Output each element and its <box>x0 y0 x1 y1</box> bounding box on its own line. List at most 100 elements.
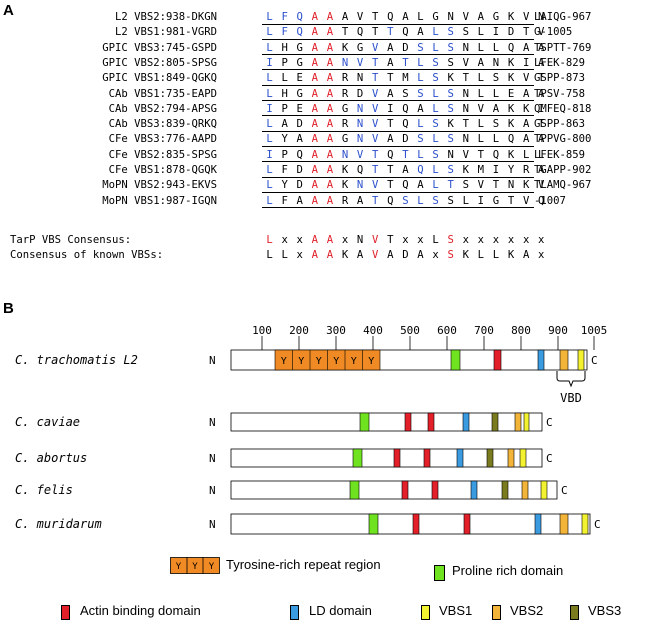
residue: x <box>296 249 303 262</box>
residue: Y <box>281 179 288 192</box>
legend-vbs2-label: VBS2 <box>510 603 544 618</box>
residue: Q <box>402 26 409 39</box>
residue: L <box>266 234 273 246</box>
alignment-row-end: LFEK-859 <box>534 148 586 161</box>
residue: Q <box>492 148 500 161</box>
vbs2-domain <box>521 480 529 500</box>
residue: A <box>326 179 334 192</box>
species-label: C. muridarum <box>15 517 102 531</box>
residue: S <box>462 179 469 192</box>
residue: T <box>387 179 394 192</box>
residue: V <box>462 148 469 161</box>
consensus-label: TarP VBS Consensus: <box>10 234 132 246</box>
sequence-underline <box>262 176 534 178</box>
vbs1-domain <box>523 412 530 432</box>
residue: A <box>326 118 334 131</box>
residue: F <box>281 26 288 39</box>
legend-actin-swatch <box>61 605 70 620</box>
residue: M <box>402 72 409 85</box>
residue: S <box>432 148 439 161</box>
residue: A <box>538 87 545 100</box>
residue: V <box>372 249 379 262</box>
vbs2-domain <box>514 412 522 432</box>
residue: A <box>522 249 530 262</box>
residue: T <box>462 72 469 85</box>
svg-text:Y: Y <box>176 562 182 572</box>
residue: I <box>538 102 545 115</box>
alignment-row-name: MoPN VBS1: <box>102 194 166 207</box>
residue: T <box>402 56 409 69</box>
residue: A <box>522 41 530 54</box>
sequence-underline <box>262 54 534 56</box>
residue: A <box>387 41 394 54</box>
residue: L <box>432 41 439 54</box>
residue: L <box>281 72 288 85</box>
residue: I <box>522 56 530 69</box>
alignment-row-start: 878-QGQK <box>166 164 218 176</box>
n-terminus-label: N <box>209 452 216 465</box>
actin-domain <box>427 412 435 432</box>
residue: x <box>507 234 515 246</box>
residue: T <box>372 26 379 39</box>
residue: S <box>447 164 454 176</box>
residue: F <box>281 194 288 207</box>
residue: N <box>356 133 364 146</box>
species-label: C. trachomatis L2 <box>15 353 138 367</box>
residue: A <box>326 194 334 207</box>
residue: x <box>402 234 409 246</box>
residue: V <box>356 11 364 23</box>
sequence-underline <box>262 191 534 193</box>
residue: D <box>402 249 409 262</box>
residue: H <box>281 41 288 54</box>
residue: Q <box>296 26 303 39</box>
tyrosine-residue: Y <box>368 356 374 367</box>
residue: A <box>326 249 334 262</box>
legend-vbs1-swatch <box>421 605 430 620</box>
alignment-row-start: 776-AAPD <box>166 133 218 146</box>
alignment-row-start: 794-APSG <box>166 102 218 115</box>
residue: I <box>266 102 273 115</box>
residue: T <box>372 11 379 23</box>
residue: Q <box>507 133 515 146</box>
residue: Q <box>387 148 394 161</box>
sequence-underline <box>262 23 534 25</box>
residue: V <box>462 56 469 69</box>
residue: G <box>492 11 500 23</box>
residue: A <box>522 133 530 146</box>
sequence-underline <box>262 69 534 71</box>
scale-tick-label: 400 <box>363 324 383 337</box>
residue: L <box>417 72 424 85</box>
residue: T <box>402 148 409 161</box>
species-label: C. abortus <box>15 451 87 465</box>
residue: L <box>266 87 273 100</box>
alignment-row-start: 938-DKGN <box>166 11 218 23</box>
actin-domain <box>404 412 412 432</box>
c-terminus-label: C <box>561 484 568 497</box>
residue: L <box>266 72 273 85</box>
residue: L <box>477 72 485 85</box>
residue: T <box>507 194 515 207</box>
residue: A <box>538 164 545 176</box>
residue: K <box>507 249 515 262</box>
ld-domain <box>534 513 542 535</box>
residue: R <box>341 87 349 100</box>
residue: V <box>522 11 530 23</box>
alignment-row-end: LFEK-829 <box>534 56 586 69</box>
actin-domain <box>431 480 439 500</box>
residue: A <box>417 179 424 192</box>
residue: A <box>417 102 424 115</box>
residue: L <box>266 26 273 39</box>
residue: A <box>311 72 319 85</box>
vbs2-domain <box>507 448 515 468</box>
c-terminus-label: C <box>546 452 553 465</box>
panel-a-label: A <box>3 2 14 19</box>
residue: x <box>417 234 424 246</box>
alignment-row-name: CFe VBS1: <box>108 164 166 176</box>
residue: N <box>492 56 500 69</box>
